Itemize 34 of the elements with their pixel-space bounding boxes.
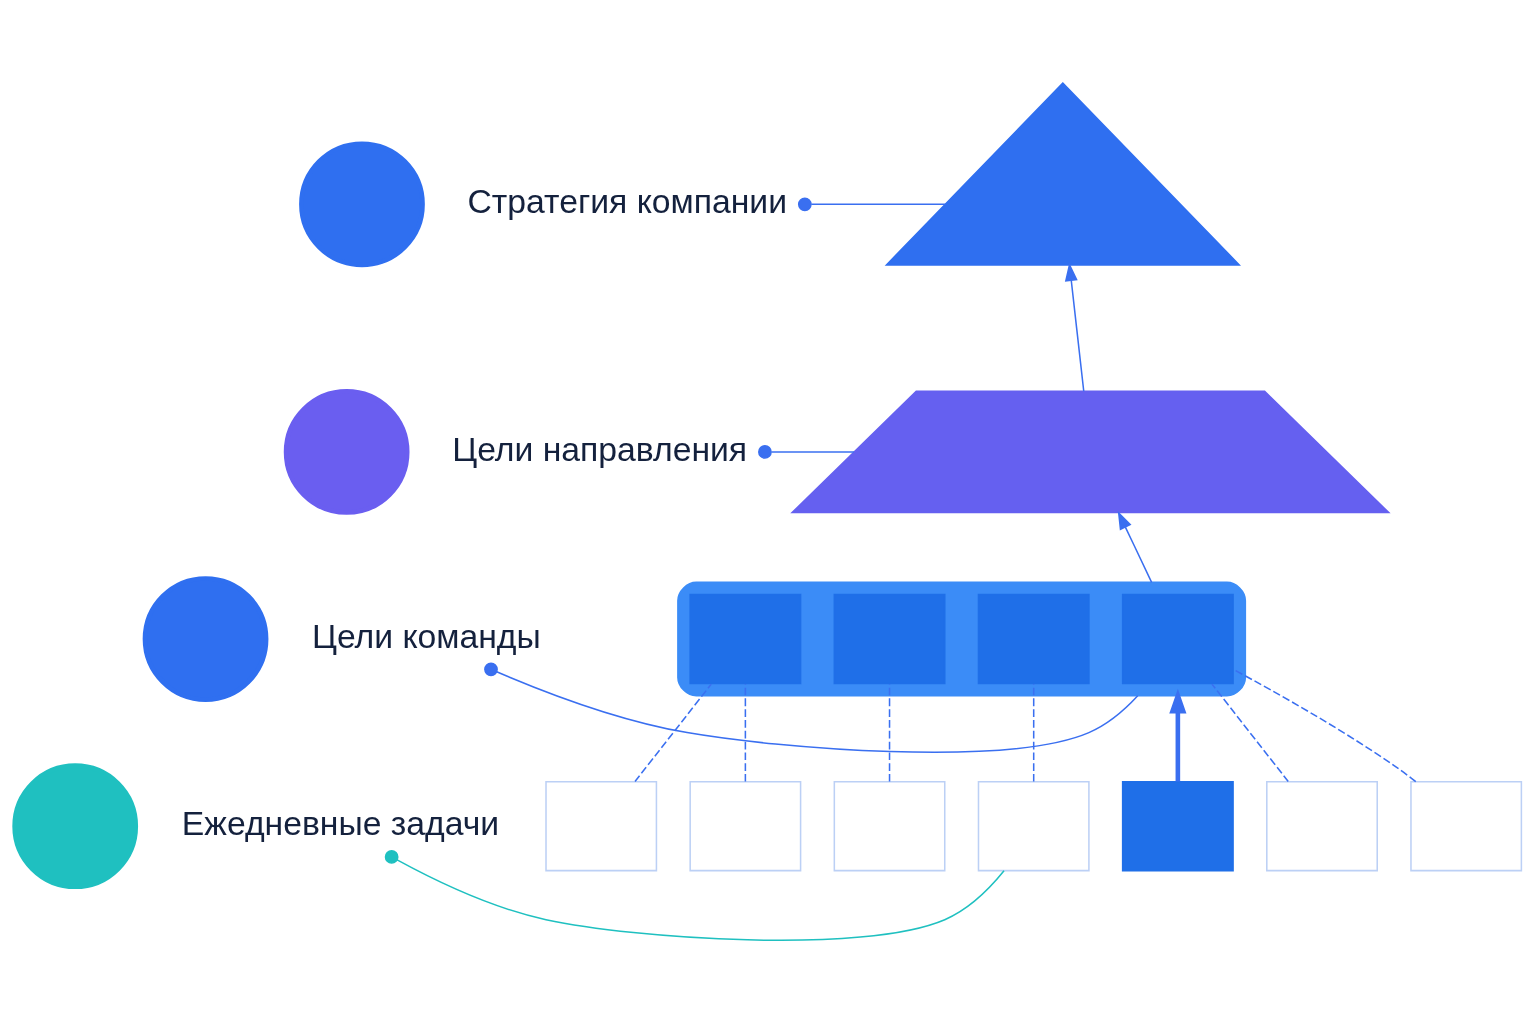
node-box xyxy=(545,780,658,872)
connector xyxy=(484,662,1139,753)
node-circle xyxy=(12,763,139,890)
node-circle xyxy=(299,141,425,268)
node-box xyxy=(977,780,1090,872)
arrow xyxy=(1064,262,1085,392)
node-box xyxy=(1121,780,1234,872)
node-box xyxy=(833,593,946,685)
node-box xyxy=(1266,780,1378,872)
connector xyxy=(797,197,946,212)
node-circle xyxy=(142,576,269,702)
node-text: Цели команды xyxy=(311,616,541,655)
arrow xyxy=(1117,511,1153,584)
node-box xyxy=(833,780,946,872)
connector xyxy=(1211,683,1289,783)
node-box xyxy=(977,593,1090,685)
connector xyxy=(758,445,855,459)
cluster xyxy=(677,581,1247,697)
connector xyxy=(384,850,1005,942)
node-text: Стратегия компании xyxy=(467,181,788,220)
node-circle xyxy=(283,389,410,515)
node-box xyxy=(689,780,802,872)
connector xyxy=(888,683,891,783)
connector xyxy=(634,683,713,783)
node-triangle xyxy=(884,82,1241,266)
node-box xyxy=(1410,780,1523,872)
node-box xyxy=(689,593,802,685)
connector xyxy=(1032,683,1035,783)
node-text: Ежедневные задачи xyxy=(181,803,500,842)
arrow xyxy=(1169,688,1187,782)
node-trapezium xyxy=(790,390,1391,514)
node-text: Цели направления xyxy=(452,429,748,468)
connector xyxy=(744,683,747,783)
node-box xyxy=(1121,593,1234,685)
